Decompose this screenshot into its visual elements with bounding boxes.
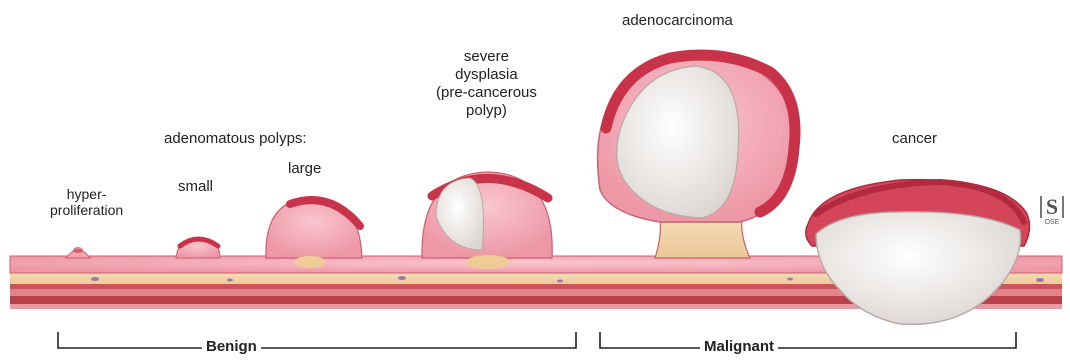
dysplasia-polyp (422, 172, 552, 269)
benign-bracket (58, 332, 576, 348)
hyperproliferation-label-line2: proliferation (50, 202, 123, 218)
large-polyp (266, 198, 362, 268)
benign-label: Benign (202, 338, 261, 355)
small-polyp (176, 238, 220, 258)
small-label: small (178, 178, 213, 196)
severe-dysplasia-line1: severe (436, 48, 537, 66)
severe-dysplasia-line4: polyp) (436, 102, 537, 120)
hyperproliferation-label: hyper- proliferation (50, 186, 123, 218)
adenocarcinoma-label: adenocarcinoma (622, 12, 733, 30)
adenocarcinoma-polyp (598, 55, 795, 258)
publisher-logo: S OSE (1040, 196, 1064, 227)
large-label: large (288, 160, 321, 178)
cancer-label: cancer (892, 130, 937, 148)
malignant-label: Malignant (700, 338, 778, 355)
logo-caption: OSE (1040, 218, 1064, 227)
hyperproliferation-bump (66, 247, 90, 258)
malignant-bracket (600, 332, 1016, 348)
logo-mark: S (1040, 196, 1064, 218)
adenomatous-polyps-label: adenomatous polyps: (164, 130, 307, 148)
severe-dysplasia-label: severe dysplasia (pre-cancerous polyp) (436, 48, 537, 120)
severe-dysplasia-line2: dysplasia (436, 66, 537, 84)
hyperproliferation-label-line1: hyper- (50, 186, 123, 202)
severe-dysplasia-line3: (pre-cancerous (436, 84, 537, 102)
